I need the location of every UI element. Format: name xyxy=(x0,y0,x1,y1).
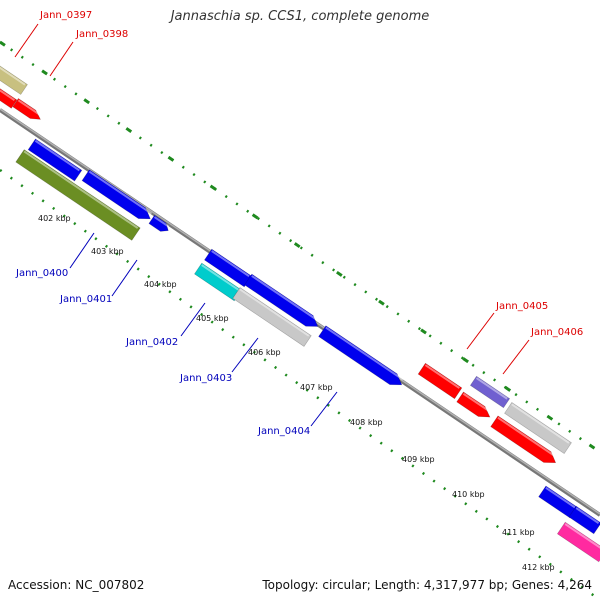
gene-feature-body xyxy=(81,169,151,220)
gene-feature-shine xyxy=(424,364,460,389)
gene-feature xyxy=(0,65,28,95)
gene-feature-body xyxy=(244,273,319,327)
gene-feature-body xyxy=(15,149,141,241)
gene-label-jann-0397: Jann_0397 xyxy=(39,10,92,21)
gene-feature xyxy=(244,273,320,327)
gene-label-jann-0398: Jann_0398 xyxy=(75,29,128,40)
gene-feature xyxy=(0,87,18,109)
ruler-label: 402 kbp xyxy=(38,214,71,223)
gene-feature-shine xyxy=(239,288,310,337)
gene-feature-shine xyxy=(0,88,15,101)
gene-label-jann-0400: Jann_0400 xyxy=(15,268,68,279)
gene-feature-shine xyxy=(251,275,320,323)
label-leader-jann-0402 xyxy=(180,302,206,337)
label-leader-jann-0404 xyxy=(310,391,338,427)
gene-feature-shine xyxy=(475,377,508,400)
gene-feature-shine xyxy=(34,139,80,172)
topology-info: Topology: circular; Length: 4,317,977 bp… xyxy=(262,578,592,592)
gene-feature xyxy=(148,214,170,232)
gene-feature-shine xyxy=(23,150,139,229)
gene-feature xyxy=(469,375,511,409)
ruler-label: 403 kbp xyxy=(91,247,124,256)
label-leader-jann-0400 xyxy=(69,232,95,269)
gene-feature-body xyxy=(232,287,312,347)
gene-feature xyxy=(194,262,242,302)
ruler-label: 404 kbp xyxy=(144,280,177,289)
label-leader-jann-0397 xyxy=(14,23,39,58)
accession-text: Accession: NC_007802 xyxy=(8,578,145,592)
gene-feature-body xyxy=(469,375,511,409)
gene-feature-body xyxy=(568,505,600,535)
gene-feature-shine xyxy=(545,486,576,509)
gene-feature xyxy=(318,325,404,386)
gene-feature-shine xyxy=(88,170,153,215)
gene-feature-shine xyxy=(17,99,42,117)
map-title: Jannaschia sp. CCS1, complete genome xyxy=(170,9,430,24)
gene-feature xyxy=(232,287,312,347)
gene-feature-shine xyxy=(575,507,600,524)
gene-feature-body xyxy=(204,248,252,288)
gene-feature xyxy=(81,169,153,220)
gene-feature-shine xyxy=(325,326,404,381)
gene-feature-shine xyxy=(201,264,240,291)
gene-feature xyxy=(204,248,252,288)
label-leader-jann-0398 xyxy=(49,41,74,77)
ruler-label: 412 kbp xyxy=(522,563,555,572)
gene-feature-shine xyxy=(0,66,26,86)
gene-feature-shine xyxy=(497,416,558,459)
gene-feature-body xyxy=(12,98,41,120)
gene-feature xyxy=(538,485,578,519)
gene-feature-body xyxy=(194,262,242,302)
gene-feature-body xyxy=(417,362,463,400)
gene-feature-body xyxy=(504,402,572,454)
gene-feature xyxy=(15,149,141,241)
gene-label-jann-0405: Jann_0405 xyxy=(495,301,548,312)
gene-label-jann-0406: Jann_0406 xyxy=(530,327,583,338)
ruler-label: 407 kbp xyxy=(300,383,333,392)
gene-label-jann-0401: Jann_0401 xyxy=(59,294,112,305)
gene-feature xyxy=(27,138,83,182)
ruler-label: 408 kbp xyxy=(350,418,383,427)
label-leader-jann-0406 xyxy=(502,339,530,375)
gene-feature-shine xyxy=(153,216,170,228)
label-leader-jann-0401 xyxy=(111,259,138,297)
ruler-label: 411 kbp xyxy=(502,528,535,537)
gene-label-jann-0403: Jann_0403 xyxy=(179,373,232,384)
gene-feature xyxy=(490,415,558,464)
gene-feature xyxy=(456,391,492,418)
gene-label-jann-0402: Jann_0402 xyxy=(125,337,178,348)
gene-feature-body xyxy=(538,485,578,519)
ruler-label: 409 kbp xyxy=(402,455,435,464)
gene-label-jann-0404: Jann_0404 xyxy=(257,426,310,437)
gene-feature-shine xyxy=(511,403,570,444)
gene-feature-body xyxy=(318,325,403,386)
gene-feature-body xyxy=(0,65,28,95)
label-leader-jann-0403 xyxy=(231,337,259,373)
gene-feature xyxy=(12,98,42,120)
gene-feature xyxy=(556,521,600,563)
gene-feature-shine xyxy=(564,523,600,552)
ruler-label: 410 kbp xyxy=(452,490,485,499)
gene-feature-shine xyxy=(211,250,250,277)
gene-feature-shine xyxy=(462,392,492,414)
gene-feature xyxy=(568,505,600,535)
gene-feature-body xyxy=(456,391,491,418)
ruler-label: 406 kbp xyxy=(248,348,281,357)
label-leader-jann-0405 xyxy=(466,312,495,350)
gene-feature xyxy=(504,402,572,454)
ruler-label: 405 kbp xyxy=(196,314,229,323)
gene-feature xyxy=(417,362,463,400)
gene-feature-body xyxy=(490,415,557,464)
gene-feature-body xyxy=(27,138,83,182)
gene-feature-body xyxy=(148,214,169,232)
gene-feature-body xyxy=(0,87,18,109)
gene-feature-body xyxy=(556,521,600,563)
